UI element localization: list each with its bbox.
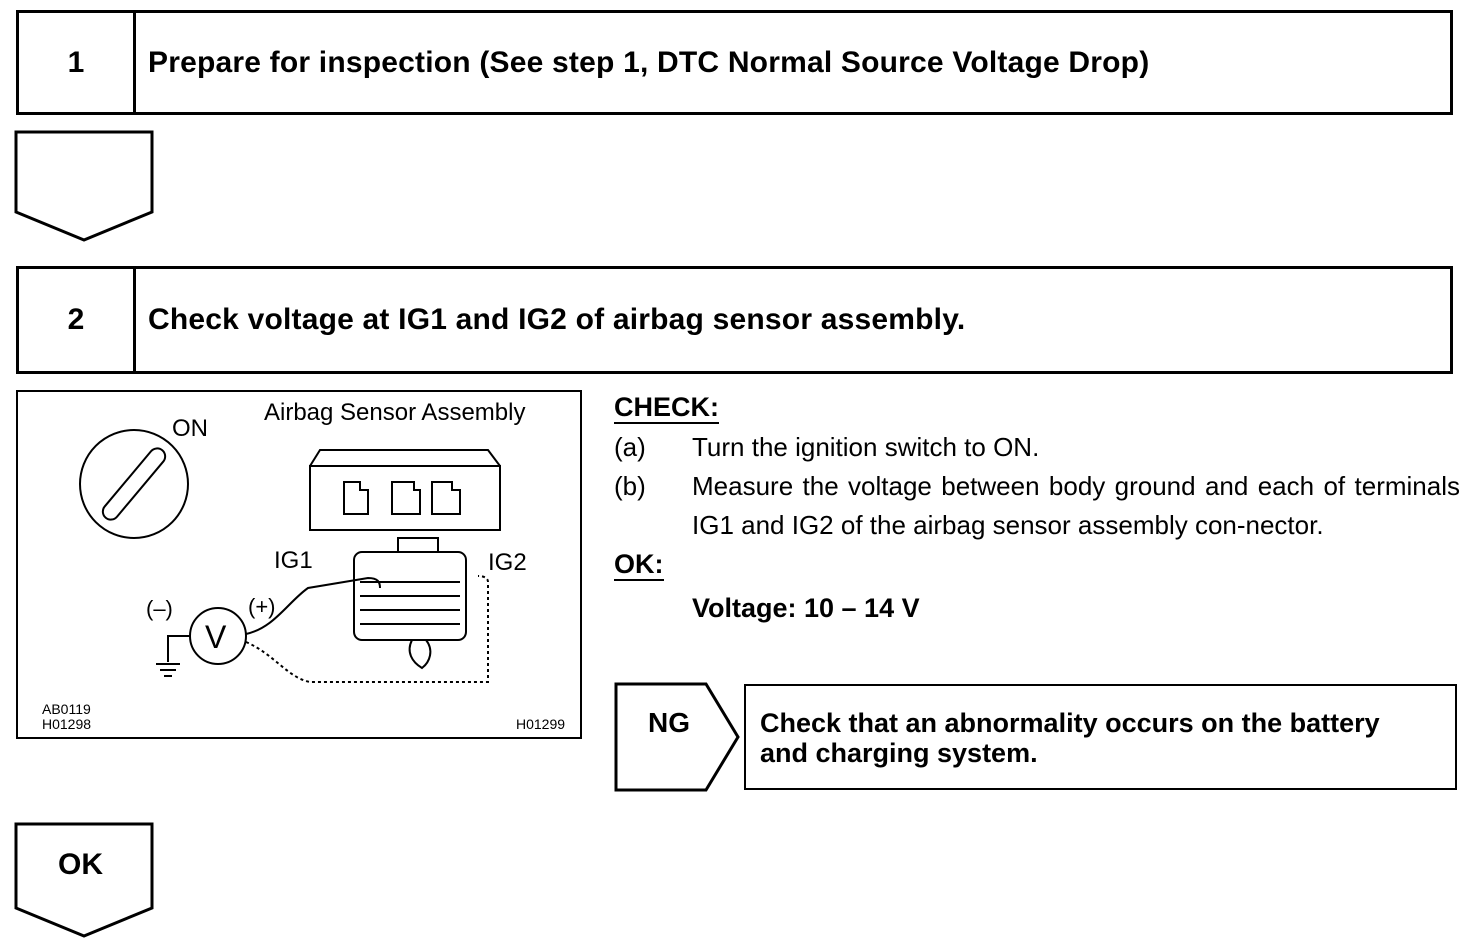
wiring-diagram: Airbag Sensor Assembly ON IG1 IG2 (–) (+…: [42, 399, 565, 732]
flow-down-arrow: [14, 130, 154, 242]
step-1-title: Prepare for inspection (See step 1, DTC …: [148, 45, 1150, 79]
minus-label: (–): [146, 596, 173, 621]
ok-heading: OK:: [614, 549, 664, 581]
check-item-text: Turn the ignition switch to ON.: [692, 432, 1040, 462]
ok-value: Voltage: 10 – 14 V: [692, 593, 920, 623]
ignition-switch-icon: [79, 429, 189, 539]
figure-code-left-1: AB0119: [42, 701, 91, 717]
figure-code-left-2: H01298: [42, 716, 91, 732]
figure-code-right: H01299: [516, 716, 565, 732]
figure-title: Airbag Sensor Assembly: [264, 399, 525, 426]
ng-result-line-1: Check that an abnormality occurs on the …: [760, 708, 1380, 738]
check-item-label: (b): [614, 471, 646, 501]
sensor-connector-icon: [309, 449, 501, 531]
step-1-number: 1: [19, 13, 136, 112]
step-1-box: 1 Prepare for inspection (See step 1, DT…: [16, 10, 1453, 115]
ng-arrow: NG: [614, 682, 740, 792]
check-item-text: Measure the voltage between body ground …: [692, 471, 1460, 540]
voltmeter-label: V: [205, 619, 227, 655]
ig1-label: IG1: [274, 547, 313, 574]
ig2-label: IG2: [488, 549, 527, 576]
check-heading: CHECK:: [614, 392, 719, 424]
ng-label: NG: [648, 707, 690, 738]
wiring-figure: Airbag Sensor Assembly ON IG1 IG2 (–) (+…: [16, 390, 582, 739]
plus-label: (+): [248, 594, 276, 619]
step-2-title: Check voltage at IG1 and IG2 of airbag s…: [148, 303, 966, 336]
step-2-number: 2: [19, 269, 136, 371]
check-item-label: (a): [614, 432, 646, 462]
check-section: CHECK: (a) Turn the ignition switch to O…: [614, 388, 1460, 628]
check-item-a: (a) Turn the ignition switch to ON.: [614, 428, 1460, 467]
ok-flow-arrow: OK: [14, 822, 154, 938]
ok-arrow-label: OK: [58, 848, 103, 881]
check-item-b: (b) Measure the voltage between body gro…: [614, 467, 1460, 545]
ng-result-box: Check that an abnormality occurs on the …: [744, 684, 1457, 790]
voltmeter-icon: V: [189, 607, 247, 665]
switch-on-label: ON: [172, 415, 208, 442]
step-2-box: 2 Check voltage at IG1 and IG2 of airbag…: [16, 266, 1453, 374]
ng-result-line-2: and charging system.: [760, 738, 1038, 768]
harness-connector-icon: [353, 537, 467, 670]
